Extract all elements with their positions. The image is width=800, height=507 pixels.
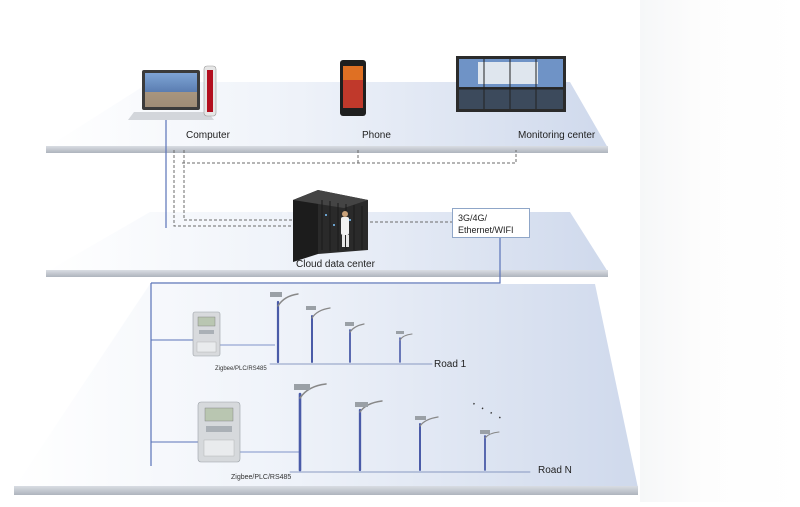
cloud-data-center-label: Cloud data center [296,259,375,270]
right-margin-panel [640,0,800,502]
server-rack-icon [293,190,368,262]
network-line-2: Ethernet/WIFI [458,225,514,235]
road-n-street-lights [289,383,531,473]
dashed-link-b [183,150,296,221]
smart-meter-2-icon [197,401,241,463]
phone-label: Phone [362,130,391,141]
road-1-street-lights [269,292,433,365]
phone-icon [340,60,366,116]
video-wall-icon [456,56,566,112]
laptop-icon [128,65,217,120]
dashed-link-a [173,150,298,227]
meter-1-protocol-label: Zigbee/PLC/RS485 [215,366,267,372]
dashed-link-monitor [182,150,517,164]
connection-lines [150,118,517,466]
meter-2-protocol-label: Zigbee/PLC/RS485 [231,474,292,481]
cloud-road-link [151,238,501,284]
computer-label: Computer [186,130,230,141]
monitoring-center-label: Monitoring center [518,130,596,141]
road-layer-platform [14,284,638,495]
road-n-label: Road N [538,465,572,476]
road-1-label: Road 1 [434,359,467,370]
network-line-1: 3G/4G/ [458,213,488,223]
smart-meter-1-icon [192,311,221,357]
network-type-box: 3G/4G/ Ethernet/WIFI [452,208,530,238]
